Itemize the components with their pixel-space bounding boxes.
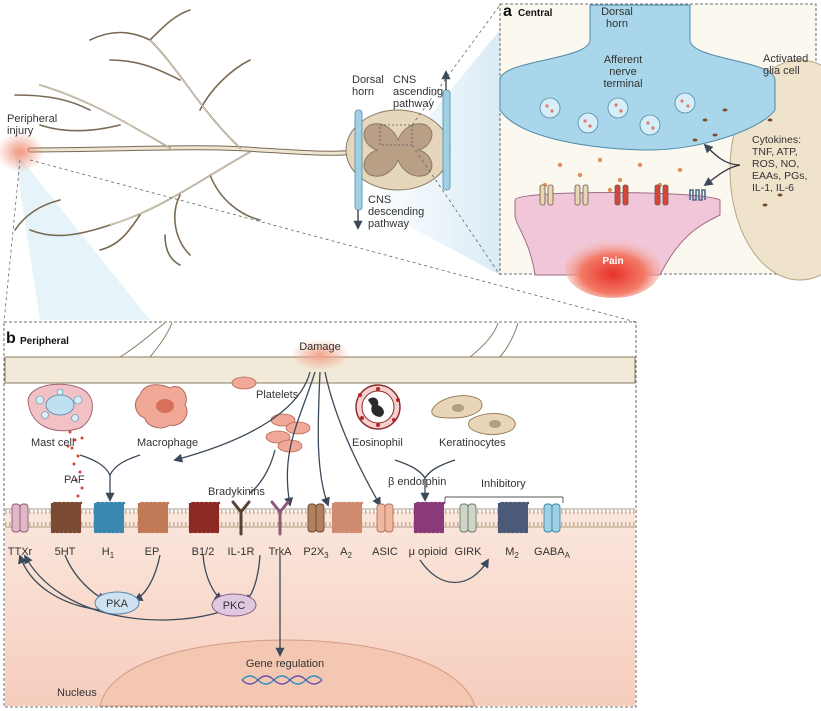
panel-a-graphics <box>499 3 821 298</box>
panel-b-title: Peripheral <box>20 336 69 347</box>
macrophage-label: Macrophage <box>137 437 199 449</box>
receptor-label: TTXr <box>7 546 33 558</box>
receptor-a2-icon <box>331 501 364 534</box>
pkc-label: PKC <box>222 600 246 612</box>
receptor--opioid-icon <box>413 501 446 534</box>
cytokines-label: Cytokines: TNF, ATP, ROS, NO, EAAs, PGs,… <box>752 134 808 194</box>
dorsal-horn-label: Dorsal horn <box>352 74 384 98</box>
inhibitory-label: Inhibitory <box>481 478 526 490</box>
receptor-girk-icon <box>459 503 477 533</box>
receptor-label: ASIC <box>372 546 398 558</box>
receptor-m2-icon <box>497 501 530 534</box>
receptor-5ht-icon <box>50 501 83 534</box>
injury-glow <box>0 132 44 172</box>
neuron-overview <box>0 9 500 320</box>
damage-label: Damage <box>299 341 341 353</box>
receptor-label: A2 <box>340 546 352 561</box>
mast-cell-icon <box>27 383 93 498</box>
receptor-label: GABAA <box>534 546 570 561</box>
receptor-ep-icon <box>137 501 170 534</box>
receptor-ttxr-icon <box>11 503 29 533</box>
receptor-row <box>11 500 561 536</box>
panel-a-letter: a <box>503 3 512 20</box>
receptor-label: P2X3 <box>303 546 329 561</box>
nucleus-label: Nucleus <box>57 687 97 699</box>
receptor-label: IL-1R <box>227 546 255 558</box>
receptor-label: 5HT <box>54 546 76 558</box>
receptor-label: EP <box>144 546 160 558</box>
cns-descending-label: CNS descending pathway <box>368 194 425 230</box>
pka-label: PKA <box>105 598 128 610</box>
receptor-il-1r-icon <box>231 500 251 536</box>
peripheral-injury-label: Peripheral injury <box>7 113 58 137</box>
receptor-asic-icon <box>376 503 394 533</box>
keratinocytes-icon <box>431 395 516 435</box>
eosinophil-label: Eosinophil <box>352 437 403 449</box>
receptor-label: μ opioid <box>408 546 448 558</box>
receptor-label: H1 <box>101 546 115 561</box>
eosinophil-icon <box>355 384 401 430</box>
zoom-lines <box>3 4 637 323</box>
receptor-label: B1/2 <box>191 546 215 558</box>
receptor-label: TrkA <box>268 546 292 558</box>
panel-b-letter: b <box>6 330 16 347</box>
activated-glia-label: Activated glia cell <box>763 53 809 77</box>
afferent-terminal-label: Afferent nerve terminal <box>603 54 643 90</box>
macrophage-icon <box>134 384 188 429</box>
dorsal-horn-top-label: Dorsal horn <box>601 6 633 30</box>
receptor-p2x3-icon <box>307 503 325 533</box>
receptor-b1-2-icon <box>188 501 221 534</box>
receptor-gabaA-icon <box>543 503 561 533</box>
paf-label: PAF <box>64 474 85 486</box>
beta-endorphin-label: β endorphin <box>388 476 447 488</box>
keratinocytes-label: Keratinocytes <box>439 437 506 449</box>
gene-regulation-label: Gene regulation <box>245 658 325 670</box>
cns-ascending-label: CNS ascending pathway <box>393 74 444 110</box>
receptor-label: GIRK <box>454 546 482 558</box>
receptor-h1-icon <box>93 501 126 534</box>
receptor-label: M2 <box>505 546 519 561</box>
pain-label: Pain <box>602 256 624 267</box>
bradykinins-label: Bradykinins <box>208 486 265 498</box>
receptor-trka-icon <box>270 500 290 536</box>
spinal-cord-icon <box>345 109 451 191</box>
mast-cell-label: Mast cell <box>31 437 75 449</box>
panel-a-title: Central <box>518 8 553 19</box>
platelets-label: Platelets <box>256 389 299 401</box>
